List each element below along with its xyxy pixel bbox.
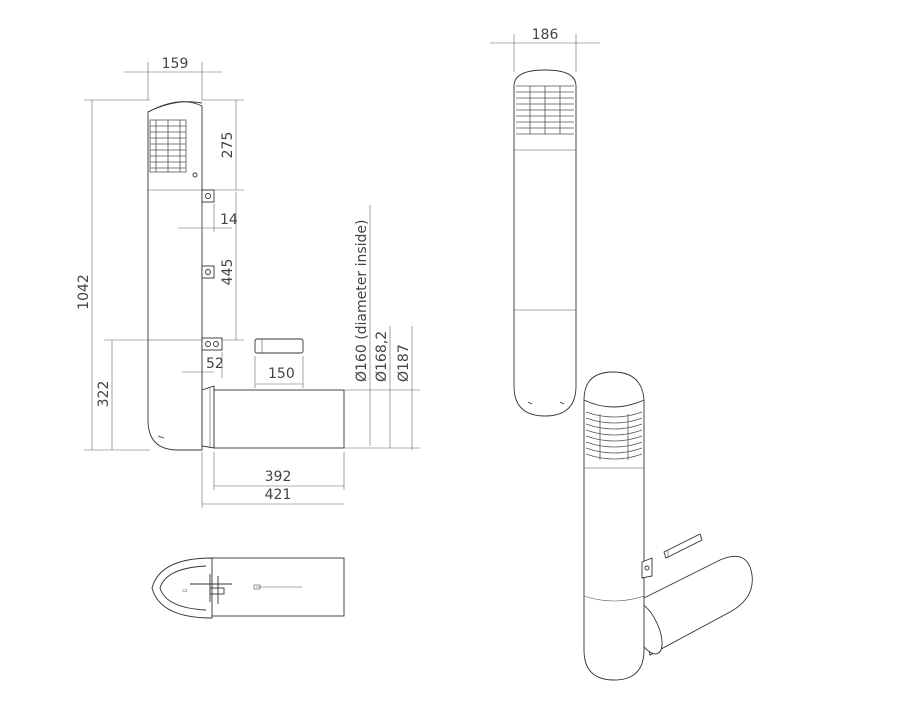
dim-52: 52 (206, 356, 224, 372)
dim-1042: 1042 (76, 274, 92, 310)
top-view: ▭ (151, 557, 345, 619)
top-view-mark: ▭ (182, 587, 188, 594)
dim-d187: Ø187 (396, 344, 412, 382)
dim-150: 150 (268, 366, 295, 382)
dim-322: 322 (96, 381, 112, 408)
front-view-pipe (147, 101, 345, 451)
dim-d160: Ø160 (diameter inside) (354, 220, 370, 382)
dim-d168: Ø168,2 (374, 331, 390, 382)
dim-14: 14 (220, 212, 238, 228)
front-dimensions: 159 1042 275 14 445 322 52 150 (76, 56, 420, 508)
isometric-view (583, 371, 753, 681)
dim-159: 159 (162, 56, 189, 72)
dim-421: 421 (265, 487, 292, 503)
front-grill (149, 119, 187, 173)
dim-445: 445 (220, 259, 236, 286)
dim-392: 392 (265, 469, 292, 485)
dim-186: 186 (532, 27, 559, 43)
side-grill (516, 85, 574, 135)
dim-275: 275 (220, 132, 236, 159)
iso-grill (585, 411, 643, 460)
side-view: 186 (490, 27, 600, 417)
